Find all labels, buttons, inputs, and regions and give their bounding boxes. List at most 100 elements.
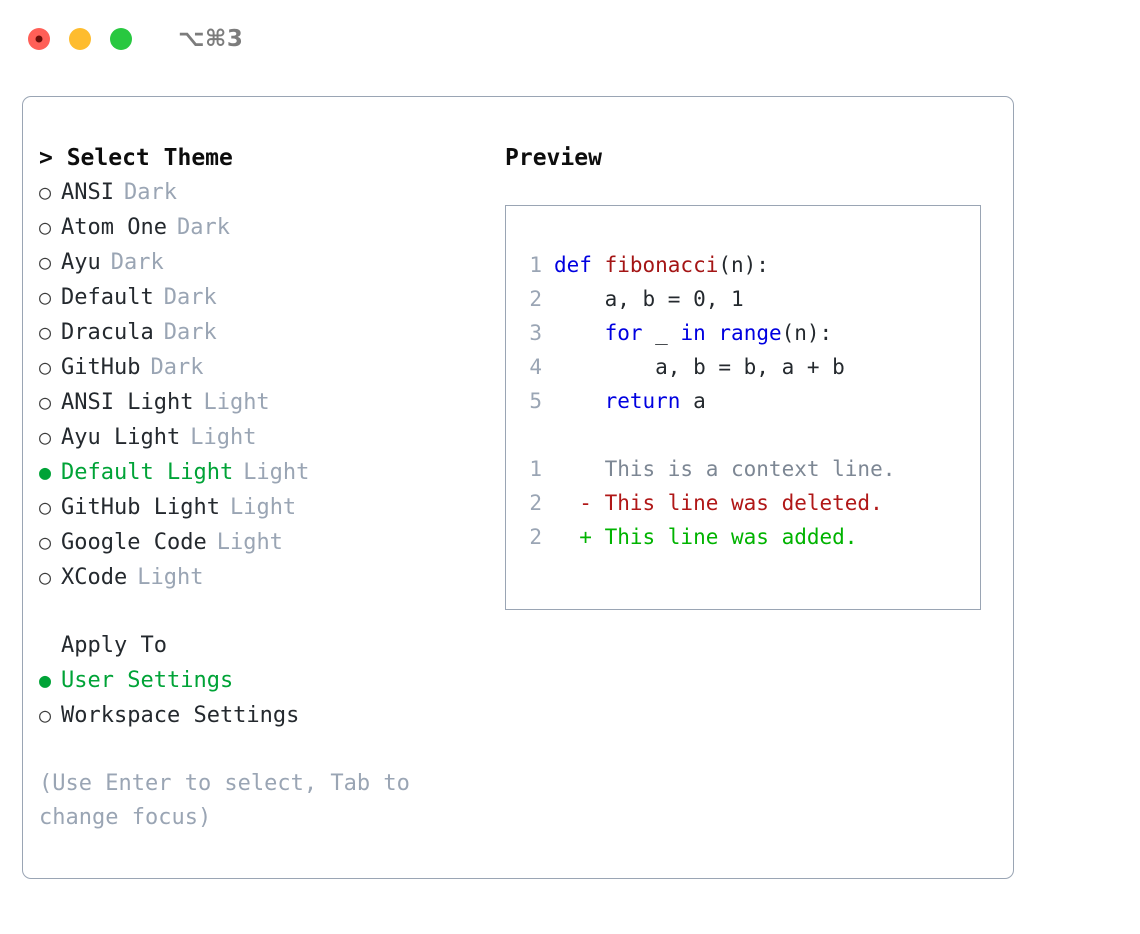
code-token-plain: (n): [781,321,833,345]
theme-option-kind: Light [203,390,270,415]
apply-to-list: ●User Settings○Workspace Settings [39,663,493,733]
code-token-kw: return [604,389,681,413]
diff-line-text-add: + This line was added. [554,525,858,549]
code-line-number: 3 [529,321,542,345]
code-line-text: def fibonacci(n): [554,248,769,282]
diff-line: 1 This is a context line. [520,452,980,486]
apply-to-option-label: User Settings [61,668,234,693]
theme-option-label: Default [61,285,154,310]
diff-line: 2 + This line was added. [520,520,980,554]
code-token-plain: _ [642,321,681,345]
radio-unselected-icon: ○ [39,250,52,274]
code-line-number: 5 [529,389,542,413]
radio-unselected-icon: ○ [39,425,52,449]
code-token-kw: in [680,321,706,345]
code-token-plain: a, b = b, a + b [554,355,845,379]
code-token-plain [706,321,719,345]
theme-option-label: Ayu Light [61,425,181,450]
theme-option-label: ANSI Light [61,390,194,415]
code-line: 2 a, b = 0, 1 [520,282,980,316]
select-theme-header: > Select Theme [39,145,233,171]
code-token-plain: (n): [718,253,769,277]
code-token-plain [554,389,605,413]
radio-unselected-icon: ○ [39,530,52,554]
radio-selected-icon: ● [39,460,52,484]
theme-option-label: GitHub [61,355,141,380]
theme-option-github[interactable]: ○ GitHub Dark [39,350,493,385]
theme-option-label: Dracula [61,320,154,345]
radio-unselected-icon: ○ [39,285,52,309]
code-line-number: 2 [529,287,542,311]
theme-option-label: Google Code [61,530,207,555]
theme-option-label: GitHub Light [61,495,220,520]
code-token-kw: range [718,321,782,345]
diff-line-number: 2 [529,491,542,515]
theme-option-default[interactable]: ○ Default Dark [39,280,493,315]
theme-option-google-code[interactable]: ○ Google Code Light [39,525,493,560]
radio-unselected-icon: ○ [39,390,52,414]
theme-option-ayu-light[interactable]: ○ Ayu Light Light [39,420,493,455]
theme-option-label: XCode [61,565,128,590]
apply-to-option-workspace-settings[interactable]: ○Workspace Settings [39,698,493,733]
code-token-plain: a, b = 0, 1 [554,287,744,311]
radio-unselected-icon: ○ [39,703,52,727]
radio-unselected-icon: ○ [39,215,52,239]
theme-option-kind: Light [216,530,283,555]
code-line-number: 4 [529,355,542,379]
title-bar: ⌥⌘3 [0,0,1140,78]
code-token-plain: a [680,389,706,413]
theme-option-kind: Dark [123,180,177,205]
theme-option-kind: Light [190,425,257,450]
code-token-plain [554,321,605,345]
theme-option-kind: Dark [110,250,164,275]
keyboard-hint-text: (Use Enter to select, Tab to change focu… [39,771,424,830]
keyboard-shortcut-label: ⌥⌘3 [178,26,244,52]
theme-option-ayu[interactable]: ○ Ayu Dark [39,245,493,280]
code-diff-spacer [520,418,980,452]
radio-unselected-icon: ○ [39,355,52,379]
theme-option-kind: Light [243,460,310,485]
code-line-text: for _ in range(n): [554,316,833,350]
preview-title: Preview [505,145,602,171]
code-line-text: return a [554,384,706,418]
theme-option-kind: Dark [150,355,204,380]
apply-to-header: Apply To [61,633,167,658]
diff-sample: 1 This is a context line. 2 - This line w… [520,452,980,554]
theme-option-dracula[interactable]: ○ Dracula Dark [39,315,493,350]
theme-option-label: Ayu [61,250,101,275]
theme-option-label: Default Light [61,460,234,485]
apply-to-option-user-settings[interactable]: ●User Settings [39,663,493,698]
theme-option-default-light[interactable]: ● Default Light Light [39,455,493,490]
code-line-text: a, b = b, a + b [554,350,845,384]
minimize-button-icon[interactable] [69,28,91,50]
section-spacer [39,595,493,629]
theme-option-kind: Dark [163,320,217,345]
theme-option-kind: Dark [176,215,230,240]
radio-unselected-icon: ○ [39,320,52,344]
radio-unselected-icon: ○ [39,180,52,204]
close-button-icon[interactable] [28,28,50,50]
zoom-button-icon[interactable] [110,28,132,50]
diff-line-number: 1 [529,457,542,481]
code-token-kw: def [554,253,605,277]
theme-option-kind: Light [229,495,297,520]
code-line-text: a, b = 0, 1 [554,282,744,316]
theme-option-ansi-light[interactable]: ○ ANSI Light Light [39,385,493,420]
diff-line-text-del: - This line was deleted. [554,491,883,515]
diff-line-text-ctx: This is a context line. [554,457,896,481]
code-token-kw: for [604,321,643,345]
traffic-lights [28,28,132,50]
theme-option-kind: Dark [163,285,217,310]
code-token-fn: fibonacci [604,253,719,277]
